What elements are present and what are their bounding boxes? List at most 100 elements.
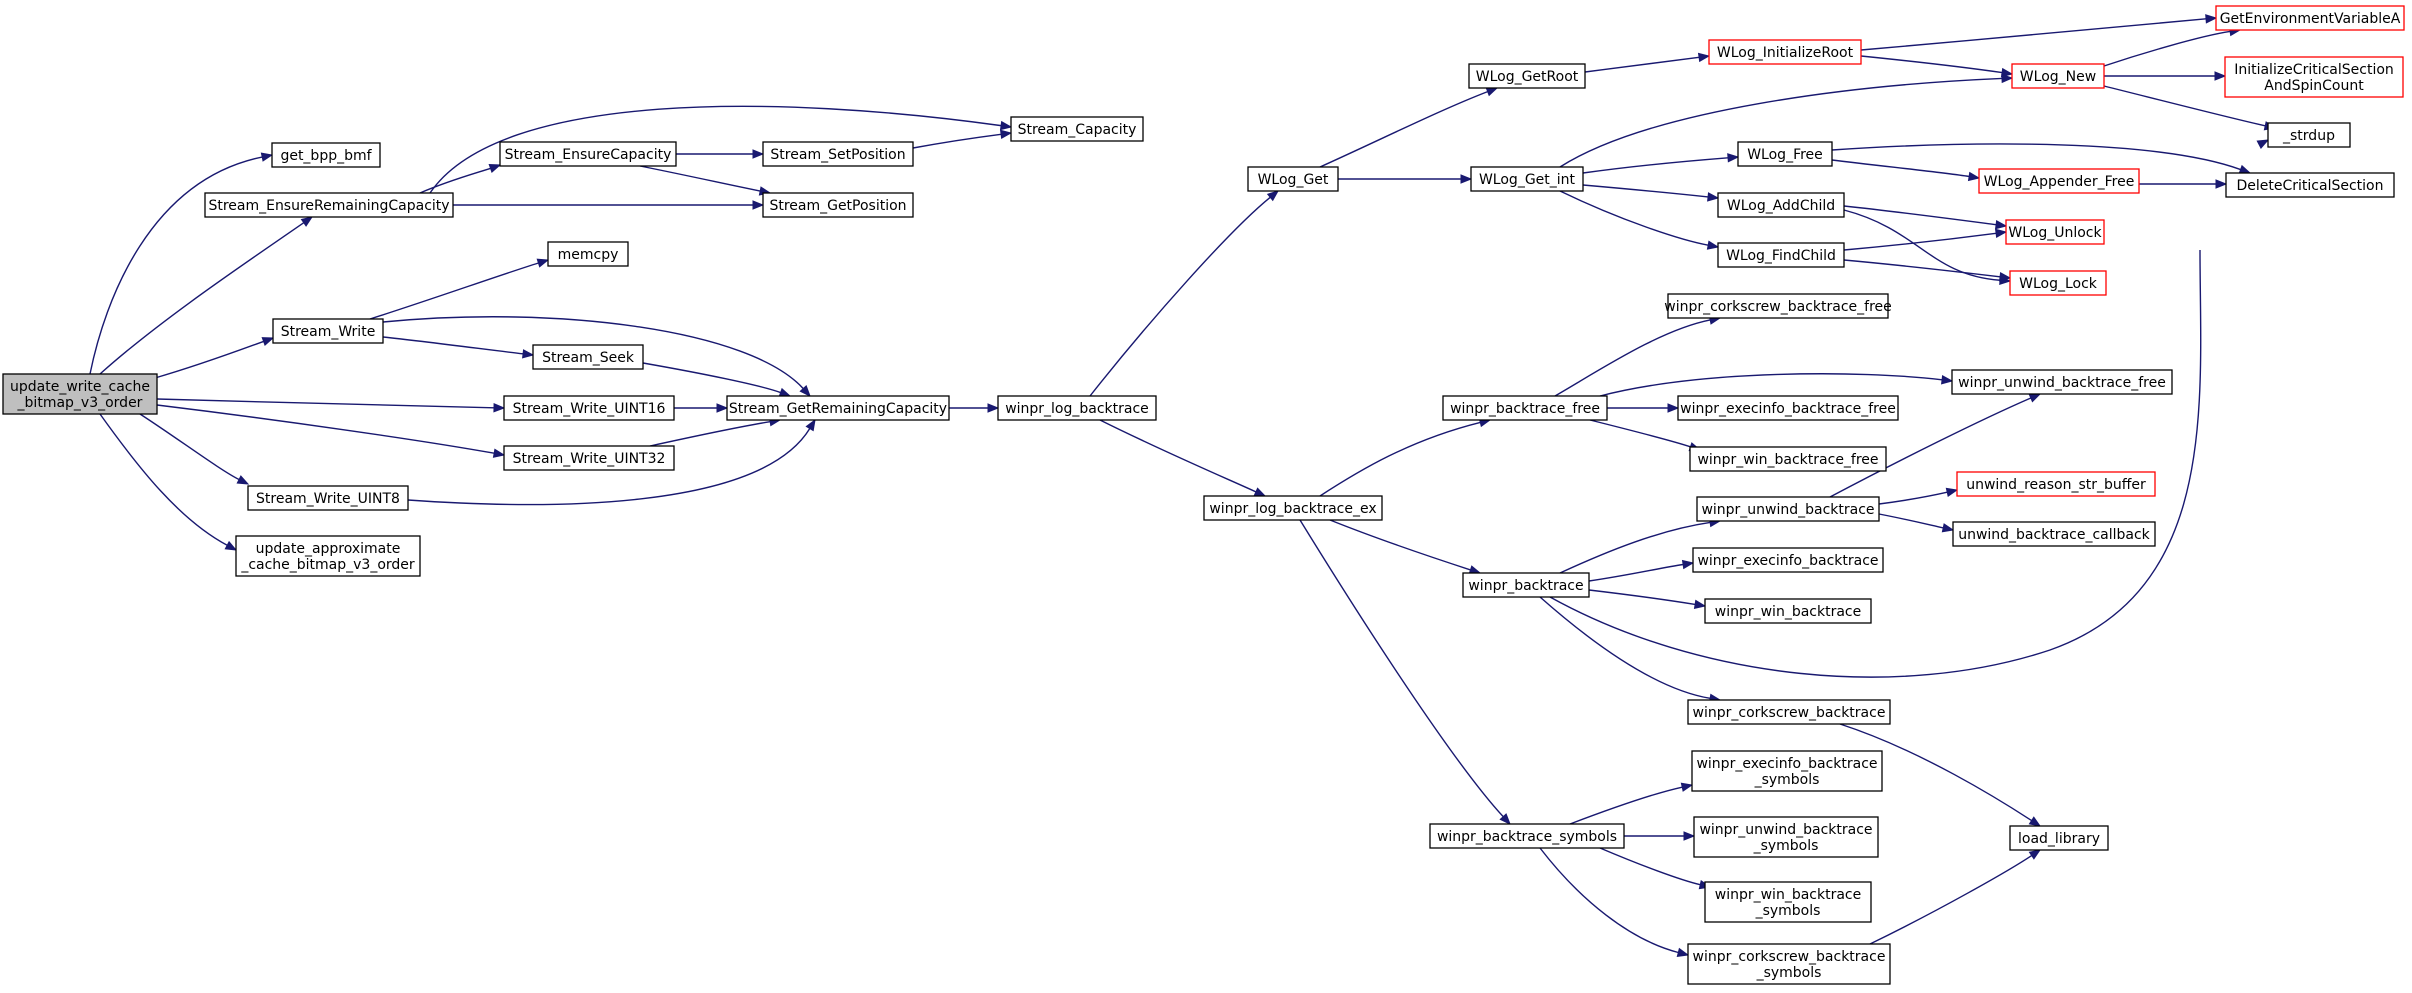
edge-line	[1843, 232, 1997, 251]
node-WLog_Get_int[interactable]: WLog_Get_int	[1470, 166, 1584, 192]
edge-Stream_Write_UINT8-to-Stream_GetRemainingCapacity	[407, 418, 816, 506]
node-Stream_Write_UINT16[interactable]: Stream_Write_UINT16	[503, 395, 675, 421]
edge-winpr_backtrace_free-to-winpr_win_backtrace_free	[1589, 419, 1702, 452]
node-label: winpr_unwind_backtrace_free	[1958, 375, 2166, 391]
edge-winpr_backtrace_free-to-winpr_execinfo_backtrace_free	[1607, 403, 1680, 413]
node-box	[2009, 825, 2109, 851]
node-winpr_execinfo_backtrace[interactable]: winpr_execinfo_backtrace	[1692, 547, 1884, 573]
edge-line	[156, 404, 495, 454]
node-DeleteCriticalSection[interactable]: DeleteCriticalSection	[2225, 172, 2395, 198]
node-winpr_execinfo_backtrace_symbols[interactable]: winpr_execinfo_backtrace_symbols	[1691, 750, 1883, 792]
edge-arrowhead	[1499, 813, 1511, 825]
node-unwind_backtrace_callback[interactable]: unwind_backtrace_callback	[1952, 521, 2156, 547]
node-WLog_Free[interactable]: WLog_Free	[1737, 141, 1833, 167]
node-WLog_AddChild[interactable]: WLog_AddChild	[1717, 192, 1845, 218]
node-label: unwind_backtrace_callback	[1958, 527, 2150, 543]
node-Stream_GetPosition[interactable]: Stream_GetPosition	[762, 192, 914, 218]
edge-arrowhead	[300, 216, 314, 227]
node-label: _symbols	[1756, 965, 1822, 981]
node-label: WLog_FindChild	[1726, 248, 1836, 264]
edge-arrowhead	[224, 540, 238, 551]
node-load_library[interactable]: load_library	[2009, 825, 2109, 851]
edge-arrowhead	[1266, 190, 1280, 202]
node-Stream_GetRemainingCapacity[interactable]: Stream_GetRemainingCapacity	[726, 395, 950, 421]
node-WLog_InitializeRoot[interactable]: WLog_InitializeRoot	[1708, 39, 1862, 65]
node-WLog_Get[interactable]: WLog_Get	[1247, 166, 1339, 192]
node-label: load_library	[2018, 831, 2100, 847]
node-winpr_backtrace_free[interactable]: winpr_backtrace_free	[1442, 395, 1608, 421]
node-winpr_win_backtrace_symbols[interactable]: winpr_win_backtrace_symbols	[1704, 881, 1872, 923]
node-root[interactable]: update_write_cache_bitmap_v3_order	[2, 373, 158, 415]
edge-arrowhead	[236, 475, 250, 485]
edge-root-to-get_bpp_bmf	[89, 152, 274, 375]
node-winpr_win_backtrace_free[interactable]: winpr_win_backtrace_free	[1689, 446, 1887, 472]
edge-root-to-Stream_Write_UINT8	[139, 413, 250, 485]
edge-line	[1829, 397, 2032, 498]
node-memcpy[interactable]: memcpy	[547, 241, 629, 267]
edge-Stream_EnsureRemainingCapacity-to-Stream_GetPosition	[453, 200, 765, 210]
node-GetEnvironmentVariableA[interactable]: GetEnvironmentVariableA	[2215, 5, 2405, 31]
edge-line	[1569, 786, 1683, 825]
node-box	[1978, 168, 2140, 194]
node-box	[1737, 141, 1833, 167]
node-Stream_EnsureRemainingCapacity[interactable]: Stream_EnsureRemainingCapacity	[204, 192, 454, 218]
node-winpr_corkscrew_backtrace_free[interactable]: winpr_corkscrew_backtrace_free	[1664, 293, 1892, 319]
node-winpr_unwind_backtrace[interactable]: winpr_unwind_backtrace	[1696, 496, 1880, 522]
edge-line	[1860, 55, 2003, 74]
edge-arrowhead	[1967, 171, 1981, 182]
node-winpr_log_backtrace_ex[interactable]: winpr_log_backtrace_ex	[1203, 495, 1383, 521]
node-winpr_corkscrew_backtrace_symbols[interactable]: winpr_corkscrew_backtrace_symbols	[1687, 943, 1891, 985]
node-Stream_Seek[interactable]: Stream_Seek	[532, 344, 644, 370]
edge-line	[1559, 190, 1709, 246]
node-box	[547, 241, 629, 267]
node-WLog_Unlock[interactable]: WLog_Unlock	[2005, 219, 2105, 245]
edge-line	[1539, 596, 1711, 700]
node-Stream_Capacity[interactable]: Stream_Capacity	[1010, 116, 1144, 142]
node-get_bpp_bmf[interactable]: get_bpp_bmf	[271, 142, 381, 168]
edge-winpr_backtrace-to-winpr_corkscrew_backtrace	[1539, 596, 1722, 703]
node-WLog_Appender_Free[interactable]: WLog_Appender_Free	[1978, 168, 2140, 194]
edge-arrowhead	[492, 448, 506, 458]
edge-arrowhead	[999, 129, 1013, 140]
node-WLog_Lock[interactable]: WLog_Lock	[2009, 270, 2107, 296]
edge-Stream_Write-to-memcpy	[369, 258, 550, 320]
node-label: WLog_GetRoot	[1476, 69, 1579, 85]
node-Stream_EnsureCapacity[interactable]: Stream_EnsureCapacity	[499, 141, 677, 167]
node-winpr_backtrace[interactable]: winpr_backtrace	[1462, 572, 1590, 598]
edge-line	[1843, 259, 2001, 278]
node-box	[204, 192, 454, 218]
edge-arrowhead	[2028, 816, 2042, 827]
edge-line	[1599, 373, 1943, 397]
node-winpr_unwind_backtrace_free[interactable]: winpr_unwind_backtrace_free	[1951, 369, 2173, 395]
edge-WLog_Get_int-to-WLog_Free	[1582, 153, 1740, 174]
edge-arrowhead	[2028, 393, 2042, 403]
node-box	[1203, 495, 1383, 521]
node-winpr_unwind_backtrace_symbols[interactable]: winpr_unwind_backtrace_symbols	[1693, 816, 1879, 858]
node-winpr_execinfo_backtrace_free[interactable]: winpr_execinfo_backtrace_free	[1677, 395, 1899, 421]
node-winpr_log_backtrace[interactable]: winpr_log_backtrace	[997, 395, 1157, 421]
node-Stream_Write_UINT32[interactable]: Stream_Write_UINT32	[503, 445, 675, 471]
node-winpr_backtrace_symbols[interactable]: winpr_backtrace_symbols	[1429, 823, 1625, 849]
node-unwind_reason_str_buffer[interactable]: unwind_reason_str_buffer	[1956, 471, 2156, 497]
node-Stream_Write[interactable]: Stream_Write	[272, 318, 384, 344]
node-box	[2224, 56, 2404, 98]
node-Stream_SetPosition[interactable]: Stream_SetPosition	[762, 141, 914, 167]
edge-winpr_log_backtrace_ex-to-winpr_backtrace_free	[1319, 417, 1492, 497]
node-box	[1956, 471, 2156, 497]
node-winpr_corkscrew_backtrace[interactable]: winpr_corkscrew_backtrace	[1687, 699, 1891, 725]
node-WLog_FindChild[interactable]: WLog_FindChild	[1717, 242, 1845, 268]
node-WLog_New[interactable]: WLog_New	[2011, 63, 2105, 89]
edge-winpr_backtrace-to-_strdup	[1549, 139, 2270, 678]
edge-arrowhead	[805, 418, 816, 432]
node-box	[2, 373, 158, 415]
edge-arrowhead	[1697, 52, 1711, 63]
edge-root-to-Stream_Write_UINT32	[156, 404, 506, 458]
node-winpr_win_backtrace[interactable]: winpr_win_backtrace	[1704, 598, 1872, 624]
edge-line	[99, 413, 228, 546]
node-update_approximate[interactable]: update_approximate_cache_bitmap_v3_order	[235, 535, 421, 577]
node-Stream_Write_UINT8[interactable]: Stream_Write_UINT8	[247, 485, 409, 511]
node-WLog_GetRoot[interactable]: WLog_GetRoot	[1468, 63, 1586, 89]
node-_strdup[interactable]: _strdup	[2267, 122, 2351, 148]
